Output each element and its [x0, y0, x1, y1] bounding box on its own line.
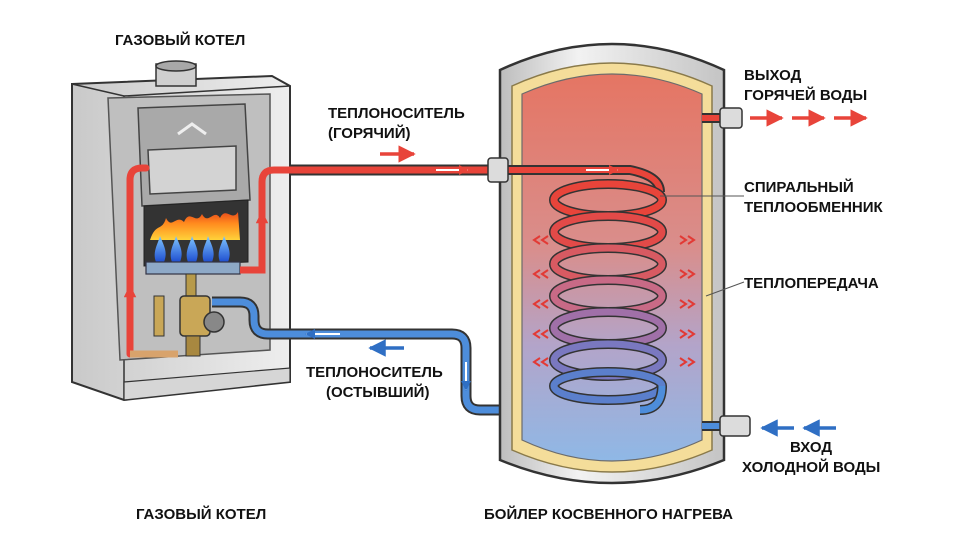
tank-caption: БОЙЛЕР КОСВЕННОГО НАГРЕВА — [484, 505, 733, 523]
water-heater-tank — [487, 42, 751, 485]
hot-carrier-label-1: ТЕПЛОНОСИТЕЛЬ — [328, 105, 465, 122]
cold-inlet-fitting — [719, 415, 751, 437]
burner-blue-flames — [154, 236, 230, 262]
hot-out-label-1: ВЫХОД — [744, 67, 802, 84]
burner-manifold — [145, 261, 241, 275]
heat-transfer-leader-line — [705, 281, 745, 297]
boiler-title: ГАЗОВЫЙ КОТЕЛ — [115, 31, 245, 49]
flow-arrow-icon — [123, 210, 269, 310]
heat-exchanger-block — [147, 145, 237, 195]
hot-supply-pipe — [290, 145, 490, 176]
coil-label-2: ТЕПЛООБМЕННИК — [744, 199, 884, 216]
cold-in-label-2: ХОЛОДНОЙ ВОДЫ — [742, 458, 880, 476]
coil-inlet-fitting — [487, 157, 509, 183]
hot-out-label-2: ГОРЯЧЕЙ ВОДЫ — [744, 86, 867, 104]
cold-carrier-label-1: ТЕПЛОНОСИТЕЛЬ — [306, 364, 443, 381]
heat-transfer-label: ТЕПЛОПЕРЕДАЧА — [744, 275, 879, 292]
cold-carrier-label-2: (ОСТЫВШИЙ) — [326, 383, 429, 401]
internal-hot-pipe — [126, 164, 150, 358]
heat-transfer-arrows — [532, 235, 696, 367]
hot-outlet-fitting — [719, 107, 743, 129]
spiral-heat-exchanger — [549, 179, 667, 415]
gas-valve-icon — [153, 273, 225, 357]
boiler-caption: ГАЗОВЫЙ КОТЕЛ — [136, 505, 266, 523]
hot-carrier-label-2: (ГОРЯЧИЙ) — [328, 124, 410, 142]
coil-label-1: СПИРАЛЬНЫЙ — [744, 178, 854, 196]
flame-icon — [150, 212, 240, 240]
gas-boiler — [71, 60, 292, 402]
cold-in-label-1: ВХОД — [790, 439, 832, 456]
